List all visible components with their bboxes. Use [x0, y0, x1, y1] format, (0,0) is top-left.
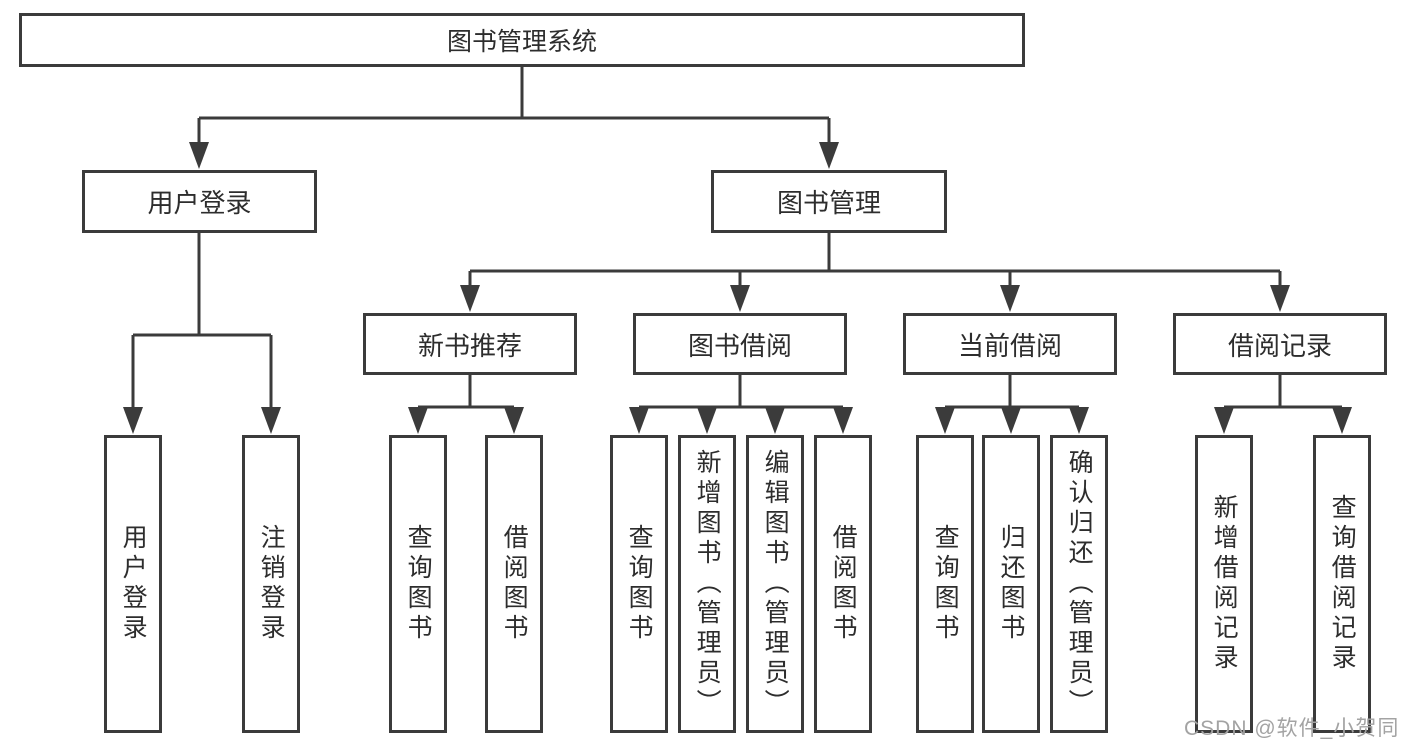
leaf-br-add-record: 新增借阅记录	[1195, 435, 1253, 733]
arrow-down-icon	[1332, 407, 1352, 434]
leaf-bb-edit-book-label: 编辑图书（管理员）	[761, 449, 790, 719]
connector-user-login-to-leaves	[131, 233, 273, 412]
leaf-bb-borrow-book-label: 借阅图书	[829, 524, 858, 644]
leaf-cb-confirm-return: 确认归还（管理员）	[1050, 435, 1108, 733]
connector-current-borrow-to-leaves	[943, 375, 1081, 412]
arrow-down-icon	[629, 407, 649, 434]
connector-borrow-record-to-leaves	[1222, 375, 1344, 412]
arrow-down-icon	[1214, 407, 1234, 434]
node-book-borrow: 图书借阅	[633, 313, 847, 375]
arrow-down-icon	[504, 407, 524, 434]
leaf-cb-return-book-label: 归还图书	[997, 524, 1026, 644]
csdn-watermark: CSDN @软件_小贺同学	[1184, 717, 1400, 740]
node-book-management-label: 图书管理	[776, 188, 881, 218]
leaf-cb-confirm-return-label: 确认归还（管理员）	[1065, 449, 1094, 719]
arrow-down-icon	[408, 407, 428, 434]
leaf-cb-return-book: 归还图书	[982, 435, 1040, 733]
leaf-br-add-record-label: 新增借阅记录	[1210, 494, 1239, 674]
arrow-down-icon	[1001, 407, 1021, 434]
node-user-login-label: 用户登录	[147, 188, 252, 218]
leaf-bb-edit-book: 编辑图书（管理员）	[746, 435, 804, 733]
arrow-down-icon	[1069, 407, 1089, 434]
node-root: 图书管理系统	[19, 13, 1025, 67]
node-root-label: 图书管理系统	[446, 28, 597, 56]
arrow-down-icon	[123, 407, 143, 434]
arrow-down-icon	[189, 142, 209, 169]
node-current-borrow: 当前借阅	[903, 313, 1117, 375]
node-book-management: 图书管理	[711, 170, 947, 233]
arrow-down-icon	[730, 285, 750, 312]
leaf-rec-search-book-label: 查询图书	[404, 524, 433, 644]
leaf-user-login: 用户登录	[104, 435, 162, 733]
node-current-borrow-label: 当前借阅	[957, 330, 1062, 361]
arrow-down-icon	[819, 142, 839, 169]
leaf-br-search-record: 查询借阅记录	[1313, 435, 1371, 733]
node-book-borrow-label: 图书借阅	[687, 330, 792, 361]
leaf-user-login-label: 用户登录	[119, 524, 148, 644]
arrow-down-icon	[833, 407, 853, 434]
leaf-bb-borrow-book: 借阅图书	[814, 435, 872, 733]
node-borrow-record-label: 借阅记录	[1227, 330, 1332, 361]
leaf-logout: 注销登录	[242, 435, 300, 733]
node-new-book-rec: 新书推荐	[363, 313, 577, 375]
leaf-rec-search-book: 查询图书	[389, 435, 447, 733]
leaf-bb-search-book-label: 查询图书	[625, 524, 654, 644]
leaf-br-search-record-label: 查询借阅记录	[1328, 494, 1357, 674]
connector-book-management-to-level3	[468, 232, 1282, 290]
leaf-bb-add-book: 新增图书（管理员）	[678, 435, 736, 733]
arrow-down-icon	[261, 407, 281, 434]
arrow-down-icon	[765, 407, 785, 434]
arrow-down-icon	[1270, 285, 1290, 312]
leaf-cb-search-book-label: 查询图书	[931, 524, 960, 644]
leaf-rec-borrow-book: 借阅图书	[485, 435, 543, 733]
leaf-rec-borrow-book-label: 借阅图书	[500, 524, 529, 644]
connector-root-to-level2	[197, 67, 831, 150]
node-borrow-record: 借阅记录	[1173, 313, 1387, 375]
arrow-down-icon	[935, 407, 955, 434]
arrow-down-icon	[460, 285, 480, 312]
arrow-down-icon	[697, 407, 717, 434]
connector-new-book-rec-to-leaves	[416, 375, 516, 412]
node-new-book-rec-label: 新书推荐	[417, 330, 522, 361]
leaf-cb-search-book: 查询图书	[916, 435, 974, 733]
arrow-down-icon	[1000, 285, 1020, 312]
leaf-bb-search-book: 查询图书	[610, 435, 668, 733]
leaf-logout-label: 注销登录	[257, 524, 286, 644]
node-user-login: 用户登录	[82, 170, 317, 233]
connector-book-borrow-to-leaves	[637, 375, 845, 412]
leaf-bb-add-book-label: 新增图书（管理员）	[693, 449, 722, 719]
